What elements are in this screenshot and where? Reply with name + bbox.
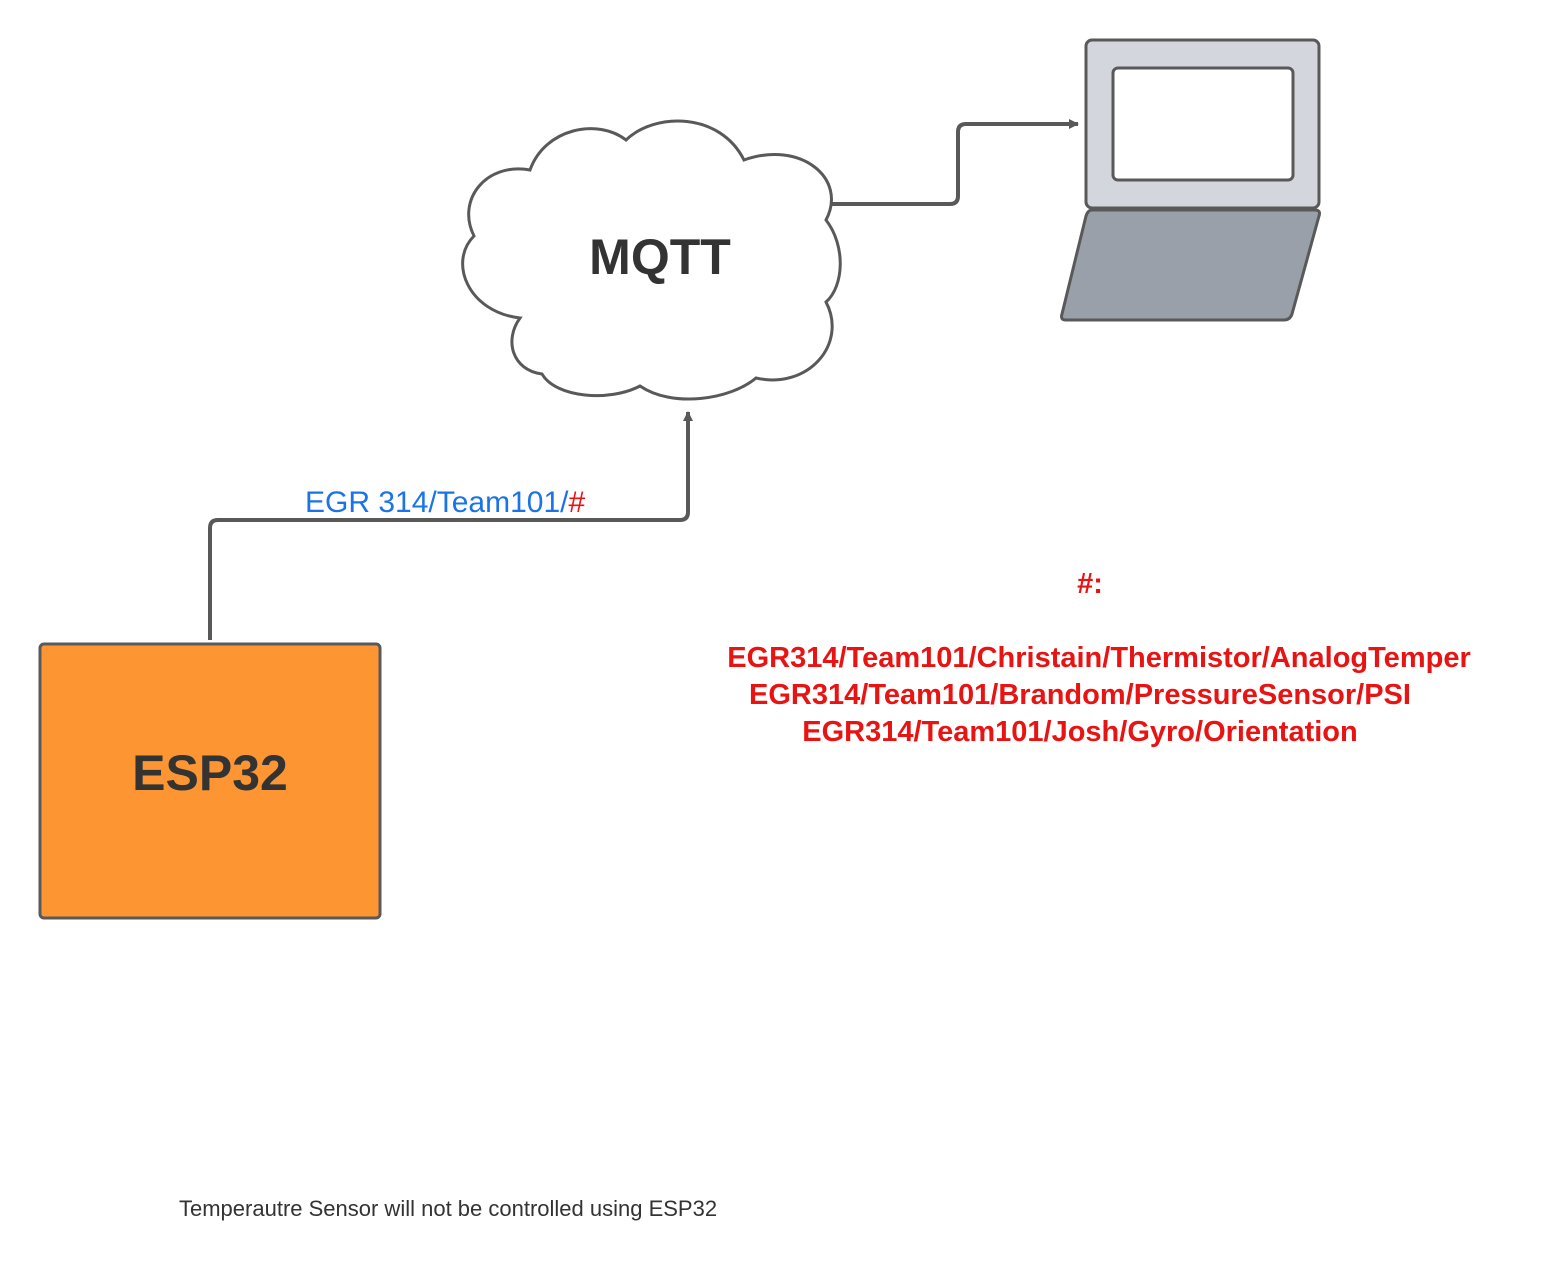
esp32-box[interactable]	[38, 642, 382, 920]
edge-esp32-to-mqtt[interactable]	[208, 411, 693, 640]
mqtt-cloud-shape[interactable]	[461, 119, 842, 401]
esp32-label: ESP32	[132, 745, 288, 801]
diagram-canvas	[38, 38, 1321, 920]
publish-topic-prefix: EGR 314/Team101/	[305, 486, 569, 519]
wildcard-topic-item: EGR314/Team101/Josh/Gyro/Orientation	[802, 716, 1358, 748]
laptop-screen-display	[1111, 66, 1295, 182]
publish-topic-label: EGR 314/Team101/#	[305, 486, 585, 520]
wildcard-topic-item: EGR314/Team101/Christain/Thermistor/Anal…	[727, 642, 1471, 674]
wildcard-legend-title: #:	[1077, 568, 1103, 600]
laptop-base	[1060, 208, 1321, 322]
footnote: Temperautre Sensor will not be controlle…	[179, 1196, 718, 1221]
wildcard-topic-item: EGR314/Team101/Brandom/PressureSensor/PS…	[749, 679, 1411, 711]
mqtt-label: MQTT	[589, 229, 731, 285]
publish-topic-wildcard: #	[568, 486, 586, 519]
edge-mqtt-to-laptop[interactable]	[830, 119, 1079, 206]
laptop-icon[interactable]	[1060, 38, 1321, 322]
wildcard-legend: #: EGR314/Team101/Christain/Thermistor/A…	[640, 566, 1560, 751]
